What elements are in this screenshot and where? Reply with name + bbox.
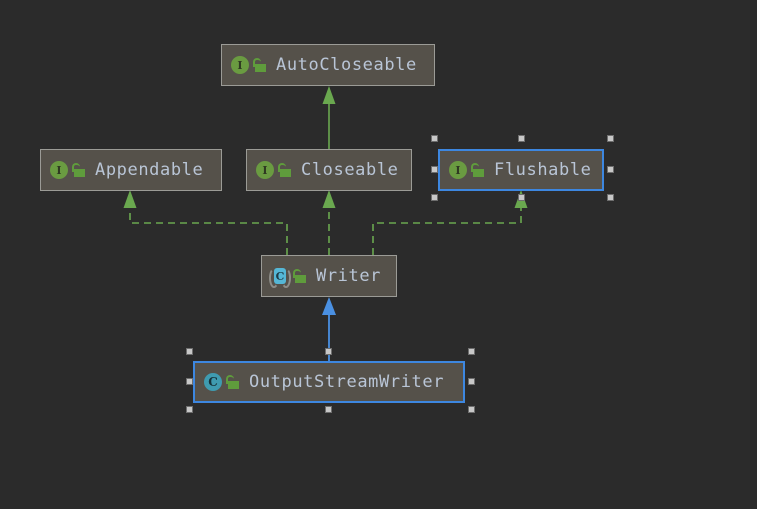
public-unlocked-padlock-icon bbox=[226, 375, 239, 389]
class-node-label: AutoCloseable bbox=[276, 54, 417, 75]
interface-icon: I bbox=[230, 55, 250, 75]
abstract-class-icon: C bbox=[269, 266, 291, 288]
edge-closeable-to-autocloseable[interactable] bbox=[322, 86, 336, 149]
class-node-label: OutputStreamWriter bbox=[249, 371, 445, 392]
class-node-appendable[interactable]: I Appendable bbox=[40, 149, 222, 191]
selection-handle-se[interactable] bbox=[607, 194, 614, 201]
class-node-label: Flushable bbox=[494, 159, 592, 180]
public-unlocked-padlock-icon bbox=[278, 163, 291, 177]
interface-icon: I bbox=[255, 160, 275, 180]
public-unlocked-padlock-icon bbox=[293, 269, 306, 283]
selection-handle-sw[interactable] bbox=[431, 194, 438, 201]
interface-icon: I bbox=[448, 160, 468, 180]
class-node-label: Closeable bbox=[301, 159, 399, 180]
selection-handle-s[interactable] bbox=[518, 194, 525, 201]
selection-handle-nw[interactable] bbox=[431, 135, 438, 142]
class-node-label: Writer bbox=[316, 265, 382, 286]
selection-handle-ne[interactable] bbox=[468, 348, 475, 355]
selection-handle-s[interactable] bbox=[325, 406, 332, 413]
class-icon: C bbox=[203, 372, 223, 392]
class-node-autocloseable[interactable]: I AutoCloseable bbox=[221, 44, 435, 86]
selection-handle-e[interactable] bbox=[607, 166, 614, 173]
class-node-writer[interactable]: C Writer bbox=[261, 255, 397, 297]
selection-handle-sw[interactable] bbox=[186, 406, 193, 413]
public-unlocked-padlock-icon bbox=[72, 163, 85, 177]
selection-handle-ne[interactable] bbox=[607, 135, 614, 142]
selection-handle-n[interactable] bbox=[518, 135, 525, 142]
edge-writer-to-appendable[interactable] bbox=[123, 190, 288, 255]
interface-icon: I bbox=[49, 160, 69, 180]
selection-handle-w[interactable] bbox=[186, 378, 193, 385]
selection-handle-e[interactable] bbox=[468, 378, 475, 385]
edge-writer-to-closeable[interactable] bbox=[322, 190, 336, 255]
class-node-closeable[interactable]: I Closeable bbox=[246, 149, 412, 191]
public-unlocked-padlock-icon bbox=[471, 163, 484, 177]
public-unlocked-padlock-icon bbox=[253, 58, 266, 72]
selection-handle-se[interactable] bbox=[468, 406, 475, 413]
selection-handle-n[interactable] bbox=[325, 348, 332, 355]
class-node-flushable[interactable]: I Flushable bbox=[438, 149, 604, 191]
selection-handle-w[interactable] bbox=[431, 166, 438, 173]
selection-handle-nw[interactable] bbox=[186, 348, 193, 355]
class-node-label: Appendable bbox=[95, 159, 204, 180]
class-node-outputstreamwriter[interactable]: C OutputStreamWriter bbox=[193, 361, 465, 403]
edge-writer-to-flushable[interactable] bbox=[372, 190, 528, 255]
